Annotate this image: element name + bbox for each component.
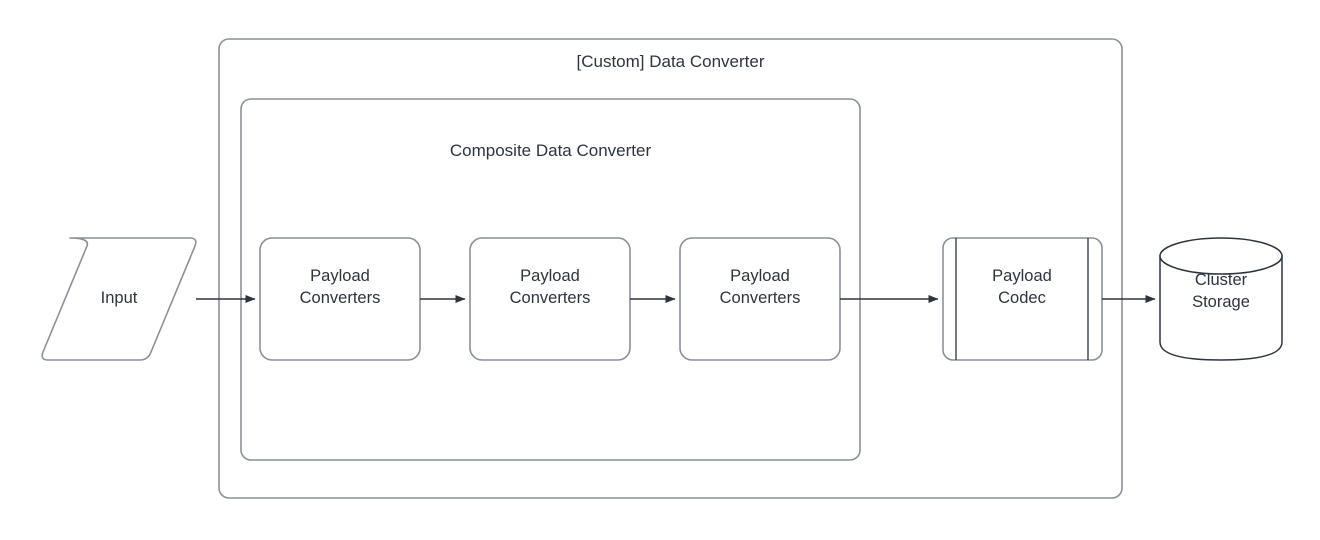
node-payload-converters-3-shape[interactable] — [679, 237, 841, 361]
node-payload-converters-2-shape[interactable] — [469, 237, 631, 361]
node-cluster-storage-shape[interactable] — [1159, 237, 1283, 361]
container-title-composite-data-converter: Composite Data Converter — [449, 141, 652, 160]
container-title-custom-data-converter: [Custom] Data Converter — [576, 52, 765, 71]
node-input-shape[interactable] — [41, 237, 197, 361]
node-payload-codec-shape[interactable] — [942, 237, 1103, 361]
node-payload-converters-1-shape[interactable] — [259, 237, 421, 361]
